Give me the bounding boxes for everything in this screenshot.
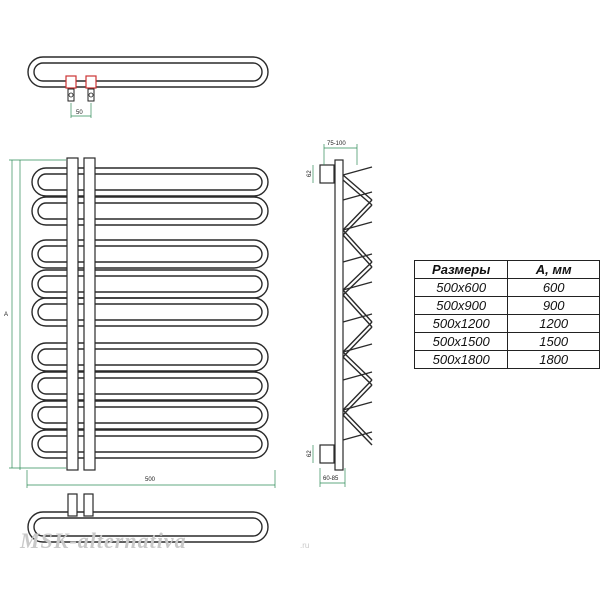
front-loop-inner bbox=[37, 348, 263, 366]
dimension-valve-spacing: 50 bbox=[70, 103, 92, 118]
front-loop-inner bbox=[37, 275, 263, 293]
depth-bottom-label: 60-85 bbox=[323, 476, 339, 482]
svg-text:.ru: .ru bbox=[300, 541, 309, 550]
table-cell-size: 500x1800 bbox=[413, 350, 509, 369]
side-tube-segment bbox=[342, 414, 373, 446]
side-tube-segment bbox=[342, 326, 373, 358]
table-cell-size: 500x600 bbox=[413, 278, 509, 297]
side-bracket-top bbox=[319, 164, 335, 184]
side-tube-segment bbox=[342, 289, 373, 323]
dimension-height: A bbox=[4, 159, 66, 469]
side-tube-cross bbox=[342, 431, 373, 441]
side-tube-segment bbox=[342, 229, 373, 263]
svg-text:MSK-alternativa: MSK-alternativa bbox=[19, 528, 187, 553]
side-tube-cross bbox=[342, 253, 373, 263]
table-cell-a: 1500 bbox=[507, 332, 600, 351]
side-tube-segment bbox=[342, 384, 373, 416]
side-zigzag bbox=[342, 166, 373, 446]
side-tube-segment bbox=[342, 294, 373, 328]
table-row: 500x1800 1800 bbox=[413, 350, 600, 369]
table-row: 500x1200 1200 bbox=[413, 314, 600, 333]
dimension-depth-bottom: 60-85 bbox=[319, 468, 346, 487]
dimension-depth-top: 75-100 bbox=[323, 141, 358, 165]
front-loop-inner bbox=[37, 303, 263, 321]
valve-right-icon bbox=[85, 75, 97, 102]
side-bracket-bottom bbox=[319, 444, 335, 464]
side-tube-segment bbox=[342, 266, 373, 296]
bottom-valve-right-icon bbox=[83, 493, 94, 517]
side-tube-segment bbox=[342, 409, 373, 441]
valve-spacing-label: 50 bbox=[76, 110, 83, 116]
side-view: 75-100 62 62 60-85 bbox=[307, 141, 373, 487]
depth-top-label: 75-100 bbox=[327, 141, 346, 147]
side-tube-cross bbox=[342, 401, 373, 411]
width-label: 500 bbox=[145, 477, 156, 483]
side-tube-segment bbox=[342, 356, 373, 386]
sizes-table: Размеры А, мм 500x600 600 500x900 900 50… bbox=[413, 260, 600, 369]
front-loop-outer bbox=[31, 297, 269, 327]
side-tube-segment bbox=[342, 174, 373, 201]
side-tube-segment bbox=[342, 261, 373, 291]
front-loop-outer bbox=[31, 429, 269, 459]
front-loop-outer bbox=[31, 342, 269, 372]
mount-top-label: 62 bbox=[307, 170, 313, 177]
table-header-row: Размеры А, мм bbox=[413, 260, 600, 279]
side-tube-cross bbox=[342, 313, 373, 323]
table-row: 500x1500 1500 bbox=[413, 332, 600, 351]
front-loop-inner bbox=[37, 245, 263, 263]
height-label: A bbox=[4, 312, 8, 318]
front-loop-outer bbox=[31, 167, 269, 197]
side-tube-cross bbox=[342, 191, 373, 201]
table-cell-a: 1200 bbox=[507, 314, 600, 333]
top-view: 50 bbox=[27, 56, 269, 118]
table-row: 500x900 900 bbox=[413, 296, 600, 315]
side-tube-cross bbox=[342, 371, 373, 381]
front-loop-inner bbox=[37, 435, 263, 453]
bottom-view bbox=[27, 493, 269, 543]
front-loop-inner bbox=[37, 202, 263, 220]
side-tube-segment bbox=[342, 379, 373, 411]
front-loop-inner bbox=[37, 173, 263, 191]
side-tube-segment bbox=[342, 204, 373, 236]
table-cell-size: 500x1500 bbox=[413, 332, 509, 351]
table-cell-a: 1800 bbox=[507, 350, 600, 369]
side-tube-segment bbox=[342, 234, 373, 268]
front-loop-outer bbox=[31, 196, 269, 226]
table-cell-size: 500x1200 bbox=[413, 314, 509, 333]
front-view: A 500 bbox=[4, 157, 276, 488]
side-tube-cross bbox=[342, 343, 373, 353]
front-loop-inner bbox=[37, 377, 263, 395]
front-loops bbox=[31, 167, 269, 459]
left-post bbox=[66, 157, 79, 471]
dimension-width: 500 bbox=[19, 160, 276, 488]
table-header-a-mm: А, мм bbox=[507, 260, 600, 279]
table-cell-a: 600 bbox=[507, 278, 600, 297]
mount-bottom-label: 62 bbox=[307, 450, 313, 457]
dimension-mount-top: 62 bbox=[307, 165, 314, 183]
side-tube-segment bbox=[342, 179, 373, 206]
side-tube-segment bbox=[342, 351, 373, 381]
front-loop-outer bbox=[31, 371, 269, 401]
bottom-valve-left-icon bbox=[67, 493, 78, 517]
table-header-sizes: Размеры bbox=[413, 260, 509, 279]
table-row: 500x600 600 bbox=[413, 278, 600, 297]
dimension-mount-bottom: 62 bbox=[307, 445, 314, 463]
watermark-logo: MSK-alternativa .ru bbox=[19, 528, 309, 553]
table-cell-size: 500x900 bbox=[413, 296, 509, 315]
side-tube-cross bbox=[342, 221, 373, 231]
side-tube-segment bbox=[342, 321, 373, 353]
side-tube-segment bbox=[342, 199, 373, 231]
front-loop-outer bbox=[31, 400, 269, 430]
front-loop-outer bbox=[31, 239, 269, 269]
right-post bbox=[83, 157, 96, 471]
side-tube-cross bbox=[342, 166, 373, 176]
table-cell-a: 900 bbox=[507, 296, 600, 315]
side-tube-cross bbox=[342, 281, 373, 291]
front-loop-inner bbox=[37, 406, 263, 424]
side-wall-bar bbox=[334, 159, 344, 471]
valve-left-icon bbox=[65, 75, 77, 102]
